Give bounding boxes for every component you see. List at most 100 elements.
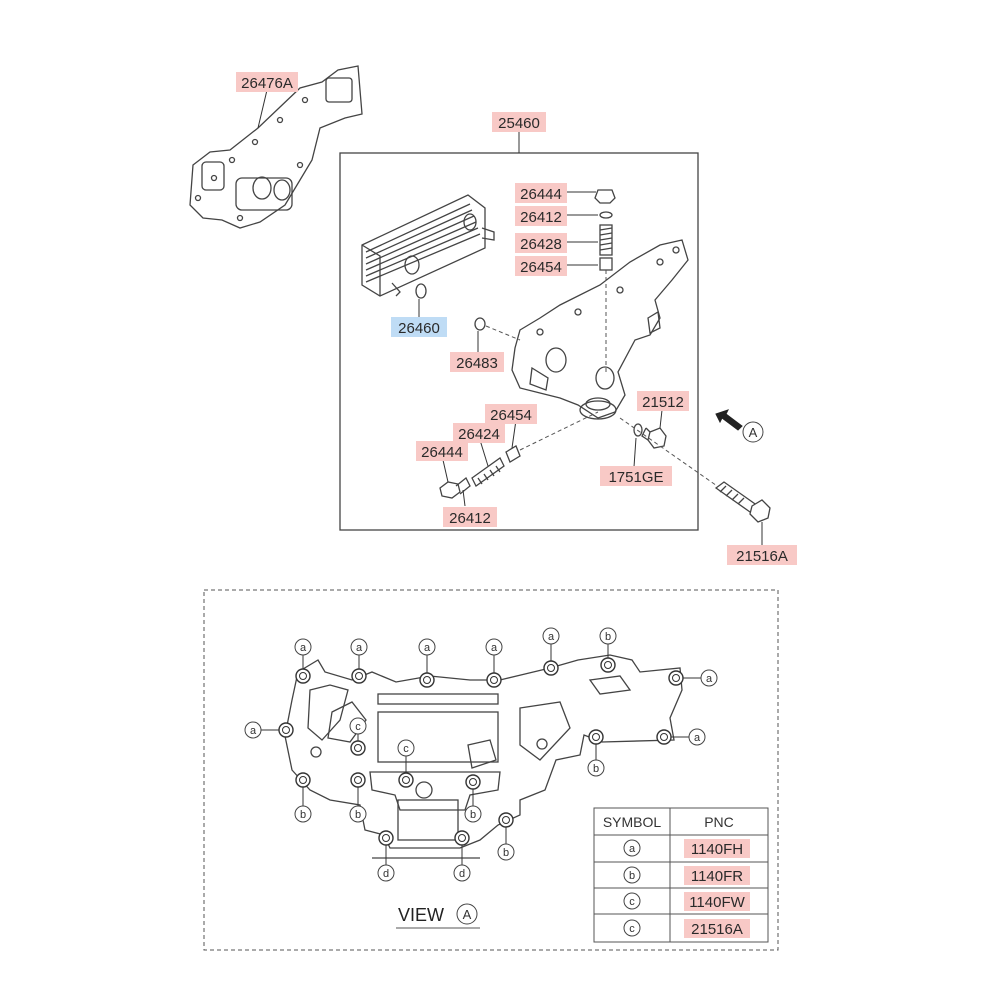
bolt-head xyxy=(543,660,559,676)
view-title-ref: A xyxy=(463,907,472,922)
leader-side-washer xyxy=(462,489,466,507)
bolt-symbol-circle xyxy=(688,728,706,746)
bolt-symbol-circle xyxy=(349,717,367,735)
bolt-callout: d xyxy=(453,830,471,882)
label-side-plug: 26444 xyxy=(416,441,468,461)
label-oring-text: 26483 xyxy=(456,355,498,372)
bolt-symbol-letter: b xyxy=(503,847,509,859)
label-side-spring-text: 26424 xyxy=(458,426,500,443)
label-side-spring: 26424 xyxy=(453,423,505,443)
bolt-callout: a xyxy=(668,669,718,687)
side-valve-stack xyxy=(439,445,521,499)
label-cooler: 26460 xyxy=(391,317,447,337)
bolt-head xyxy=(350,740,366,756)
oil-cooler-drawing xyxy=(361,194,495,297)
leader-gasket xyxy=(257,89,268,129)
view-a-arrow-letter: A xyxy=(749,425,758,440)
bolt-callout: b xyxy=(497,812,515,861)
label-drain-plug: 21512 xyxy=(637,391,689,411)
bolt-head xyxy=(351,668,367,684)
label-top-spring-text: 26428 xyxy=(520,236,562,253)
table-row: c 1140FW xyxy=(623,892,750,911)
bolt-symbol-letter: a xyxy=(300,642,307,654)
bolt-symbol-circle xyxy=(542,627,560,645)
view-title: VIEW A xyxy=(396,903,480,929)
label-side-valve-text: 26454 xyxy=(490,407,532,424)
label-drain-plug-text: 21512 xyxy=(642,394,684,411)
bolt-head-inner xyxy=(458,834,466,842)
bolt-callout: c xyxy=(397,739,415,788)
bolt-symbol-letter: d xyxy=(459,868,465,880)
label-top-valve: 26454 xyxy=(515,256,567,276)
bolt-head-inner xyxy=(490,676,498,684)
label-side-washer-text: 26412 xyxy=(449,510,491,527)
bolt-callout: b xyxy=(587,729,605,777)
drain-gasket-drawing xyxy=(633,423,643,437)
bolt-head xyxy=(350,772,366,788)
bolt-head xyxy=(668,670,684,686)
bolt-head-inner xyxy=(282,726,290,734)
bolt-head xyxy=(398,772,414,788)
label-top-valve-text: 26454 xyxy=(520,259,562,276)
label-top-spring: 26428 xyxy=(515,233,567,253)
label-oring: 26483 xyxy=(450,352,504,372)
table-row: c 21516A xyxy=(623,919,750,938)
bolt-callout: b xyxy=(599,627,617,673)
bolt-callout: b xyxy=(349,772,367,823)
bolt-head-inner xyxy=(354,744,362,752)
bolt-symbol-circle xyxy=(377,864,395,882)
label-cooler-text: 26460 xyxy=(398,320,440,337)
table-row: b 1140FR xyxy=(623,866,750,885)
oring-26483 xyxy=(474,317,486,331)
gasket-drawing xyxy=(189,65,363,229)
bolt-head-inner xyxy=(660,733,668,741)
bolt-callout: a xyxy=(294,638,312,684)
bolt-symbol-circle xyxy=(294,638,312,656)
side-stack-axis xyxy=(519,411,599,451)
bolt-symbol-circle xyxy=(464,805,482,823)
bolt-head xyxy=(498,812,514,828)
label-top-plug-text: 26444 xyxy=(520,186,562,203)
bolt-callout: a xyxy=(350,638,368,684)
label-drain-gasket-text: 1751GE xyxy=(608,469,663,486)
top-valve-stack xyxy=(594,189,616,271)
bolt-symbol-letter: b xyxy=(355,809,361,821)
bolt-symbol-letter: a xyxy=(491,642,498,654)
bolt-head-inner xyxy=(382,834,390,842)
bolt-symbol-letter: b xyxy=(470,809,476,821)
long-bolt-drawing xyxy=(714,481,771,523)
bolt-head xyxy=(295,772,311,788)
bolt-head-inner xyxy=(469,778,477,786)
label-side-valve: 26454 xyxy=(485,404,537,424)
table-row-pnc: 1140FH xyxy=(691,841,743,858)
bolt-callout: b xyxy=(464,774,482,823)
label-long-bolt-text: 21516A xyxy=(736,548,788,565)
bolt-head xyxy=(486,672,502,688)
bolt-symbol-letter: b xyxy=(593,763,599,775)
bolt-symbol-letter: c xyxy=(403,743,409,755)
bolt-head xyxy=(278,722,294,738)
table-row-symbol: c xyxy=(629,923,635,935)
bolt-callout: a xyxy=(485,638,503,688)
bolt-symbol-letter: d xyxy=(383,868,389,880)
bolt-head xyxy=(465,774,481,790)
bolt-symbol-circle xyxy=(587,759,605,777)
bolt-symbol-letter: a xyxy=(250,725,257,737)
leader-side-plug xyxy=(442,459,449,483)
bolt-symbol-circle xyxy=(418,638,436,656)
table-row: a 1140FH xyxy=(623,839,750,858)
bolt-head xyxy=(588,729,604,745)
bolt-head xyxy=(600,657,616,673)
table-row-pnc: 1140FW xyxy=(689,894,745,911)
cooler-oring xyxy=(415,283,427,299)
leader-drain-plug xyxy=(659,409,663,429)
bolt-head-inner xyxy=(592,733,600,741)
bolt-head-inner xyxy=(502,816,510,824)
bolt-head-inner xyxy=(355,672,363,680)
bolt-callout: b xyxy=(294,772,312,823)
bolt-symbol-letter: a xyxy=(548,631,555,643)
label-gasket: 26476A xyxy=(236,72,298,92)
